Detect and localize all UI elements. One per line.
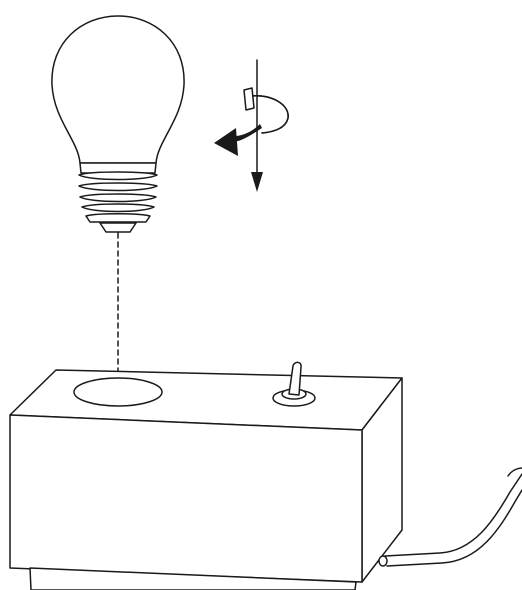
light-bulb — [51, 15, 185, 406]
socket-hole — [73, 377, 163, 407]
power-cord — [378, 467, 522, 567]
toggle-switch — [272, 361, 316, 407]
box-front-face — [9, 414, 363, 583]
bulb-glass — [51, 15, 185, 164]
lamp-base-box — [9, 369, 403, 590]
rotate-clockwise-icon — [214, 59, 289, 192]
box-base-plate — [29, 567, 357, 590]
bulb-screw-base — [78, 162, 158, 233]
